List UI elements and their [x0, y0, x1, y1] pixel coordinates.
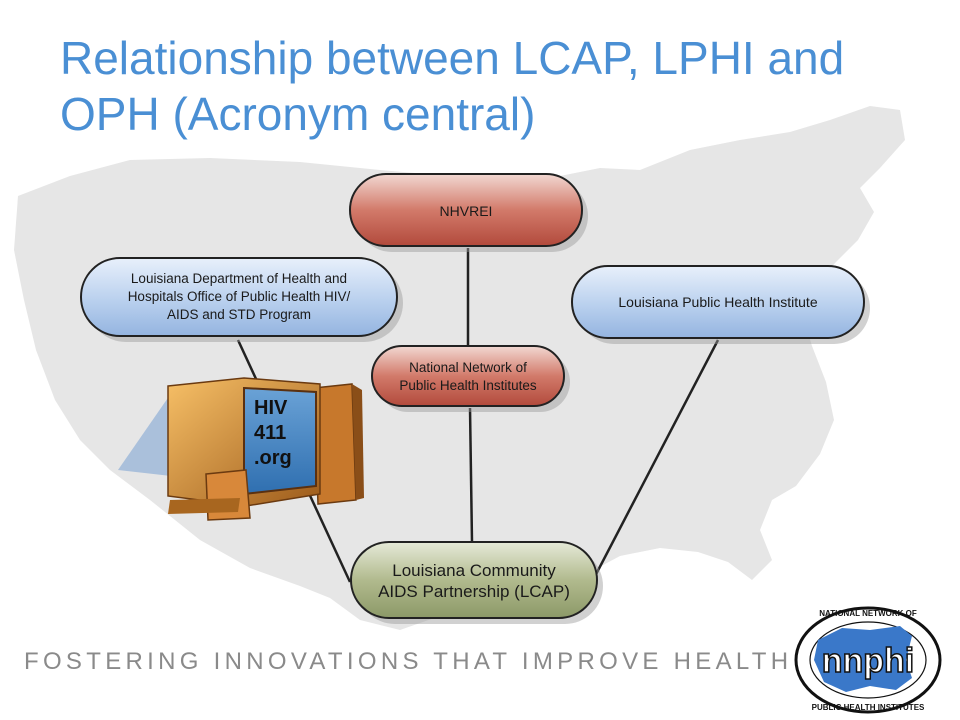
computer-illustration: HIV 411 .org	[118, 377, 364, 521]
computer-text-line-3: .org	[254, 447, 292, 469]
node-dhh-shape	[80, 257, 398, 337]
node-dhh-line-1: Louisiana Department of Health and	[131, 271, 347, 286]
computer-text-line-1: HIV	[254, 397, 288, 419]
node-nhvrei-shape	[349, 173, 583, 247]
node-nnphi-line-1: National Network of	[409, 360, 527, 375]
node-lcap: Louisiana Community AIDS Partnership (LC…	[350, 541, 603, 624]
node-lphi-label: Louisiana Public Health Institute	[618, 294, 817, 310]
node-dhh-line-3: AIDS and STD Program	[167, 307, 311, 322]
node-lcap-line-2: AIDS Partnership (LCAP)	[378, 582, 570, 601]
node-lphi-shape	[571, 265, 865, 339]
node-dhh-line-2: Hospitals Office of Public Health HIV/	[128, 289, 351, 304]
node-nnphi-line-2: Public Health Institutes	[399, 378, 537, 393]
computer-text-line-2: 411	[254, 422, 286, 444]
node-nnphi: National Network of Public Health Instit…	[371, 345, 570, 412]
computer-keyboard-base	[168, 498, 240, 514]
node-dhh: Louisiana Department of Health and Hospi…	[80, 257, 403, 342]
slide-title: Relationship between LCAP, LPHI and OPH …	[60, 32, 845, 140]
nnphi-logo: nnphi NATIONAL NETWORK OF PUBLIC HEALTH …	[794, 606, 942, 714]
nnphi-logo-bottom-arc: PUBLIC HEALTH INSTITUTES	[812, 703, 925, 712]
slide-footer: FOSTERING INNOVATIONS THAT IMPROVE HEALT…	[24, 648, 793, 675]
nnphi-logo-map	[814, 626, 912, 692]
node-lcap-shape	[350, 541, 598, 619]
monitor-screen	[243, 386, 317, 496]
nnphi-logo-top-arc: NATIONAL NETWORK OF	[819, 609, 917, 618]
connector-nnphi-lcap	[468, 407, 474, 543]
connector-lphi-lcap	[590, 339, 720, 583]
nnphi-logo-word: nnphi	[822, 642, 915, 680]
node-nhvrei-label: NHVREI	[440, 203, 493, 219]
node-nnphi-shape	[371, 345, 565, 407]
node-lcap-line-1: Louisiana Community	[392, 561, 556, 580]
node-lphi: Louisiana Public Health Institute	[571, 265, 870, 344]
node-nhvrei: NHVREI	[349, 173, 588, 252]
